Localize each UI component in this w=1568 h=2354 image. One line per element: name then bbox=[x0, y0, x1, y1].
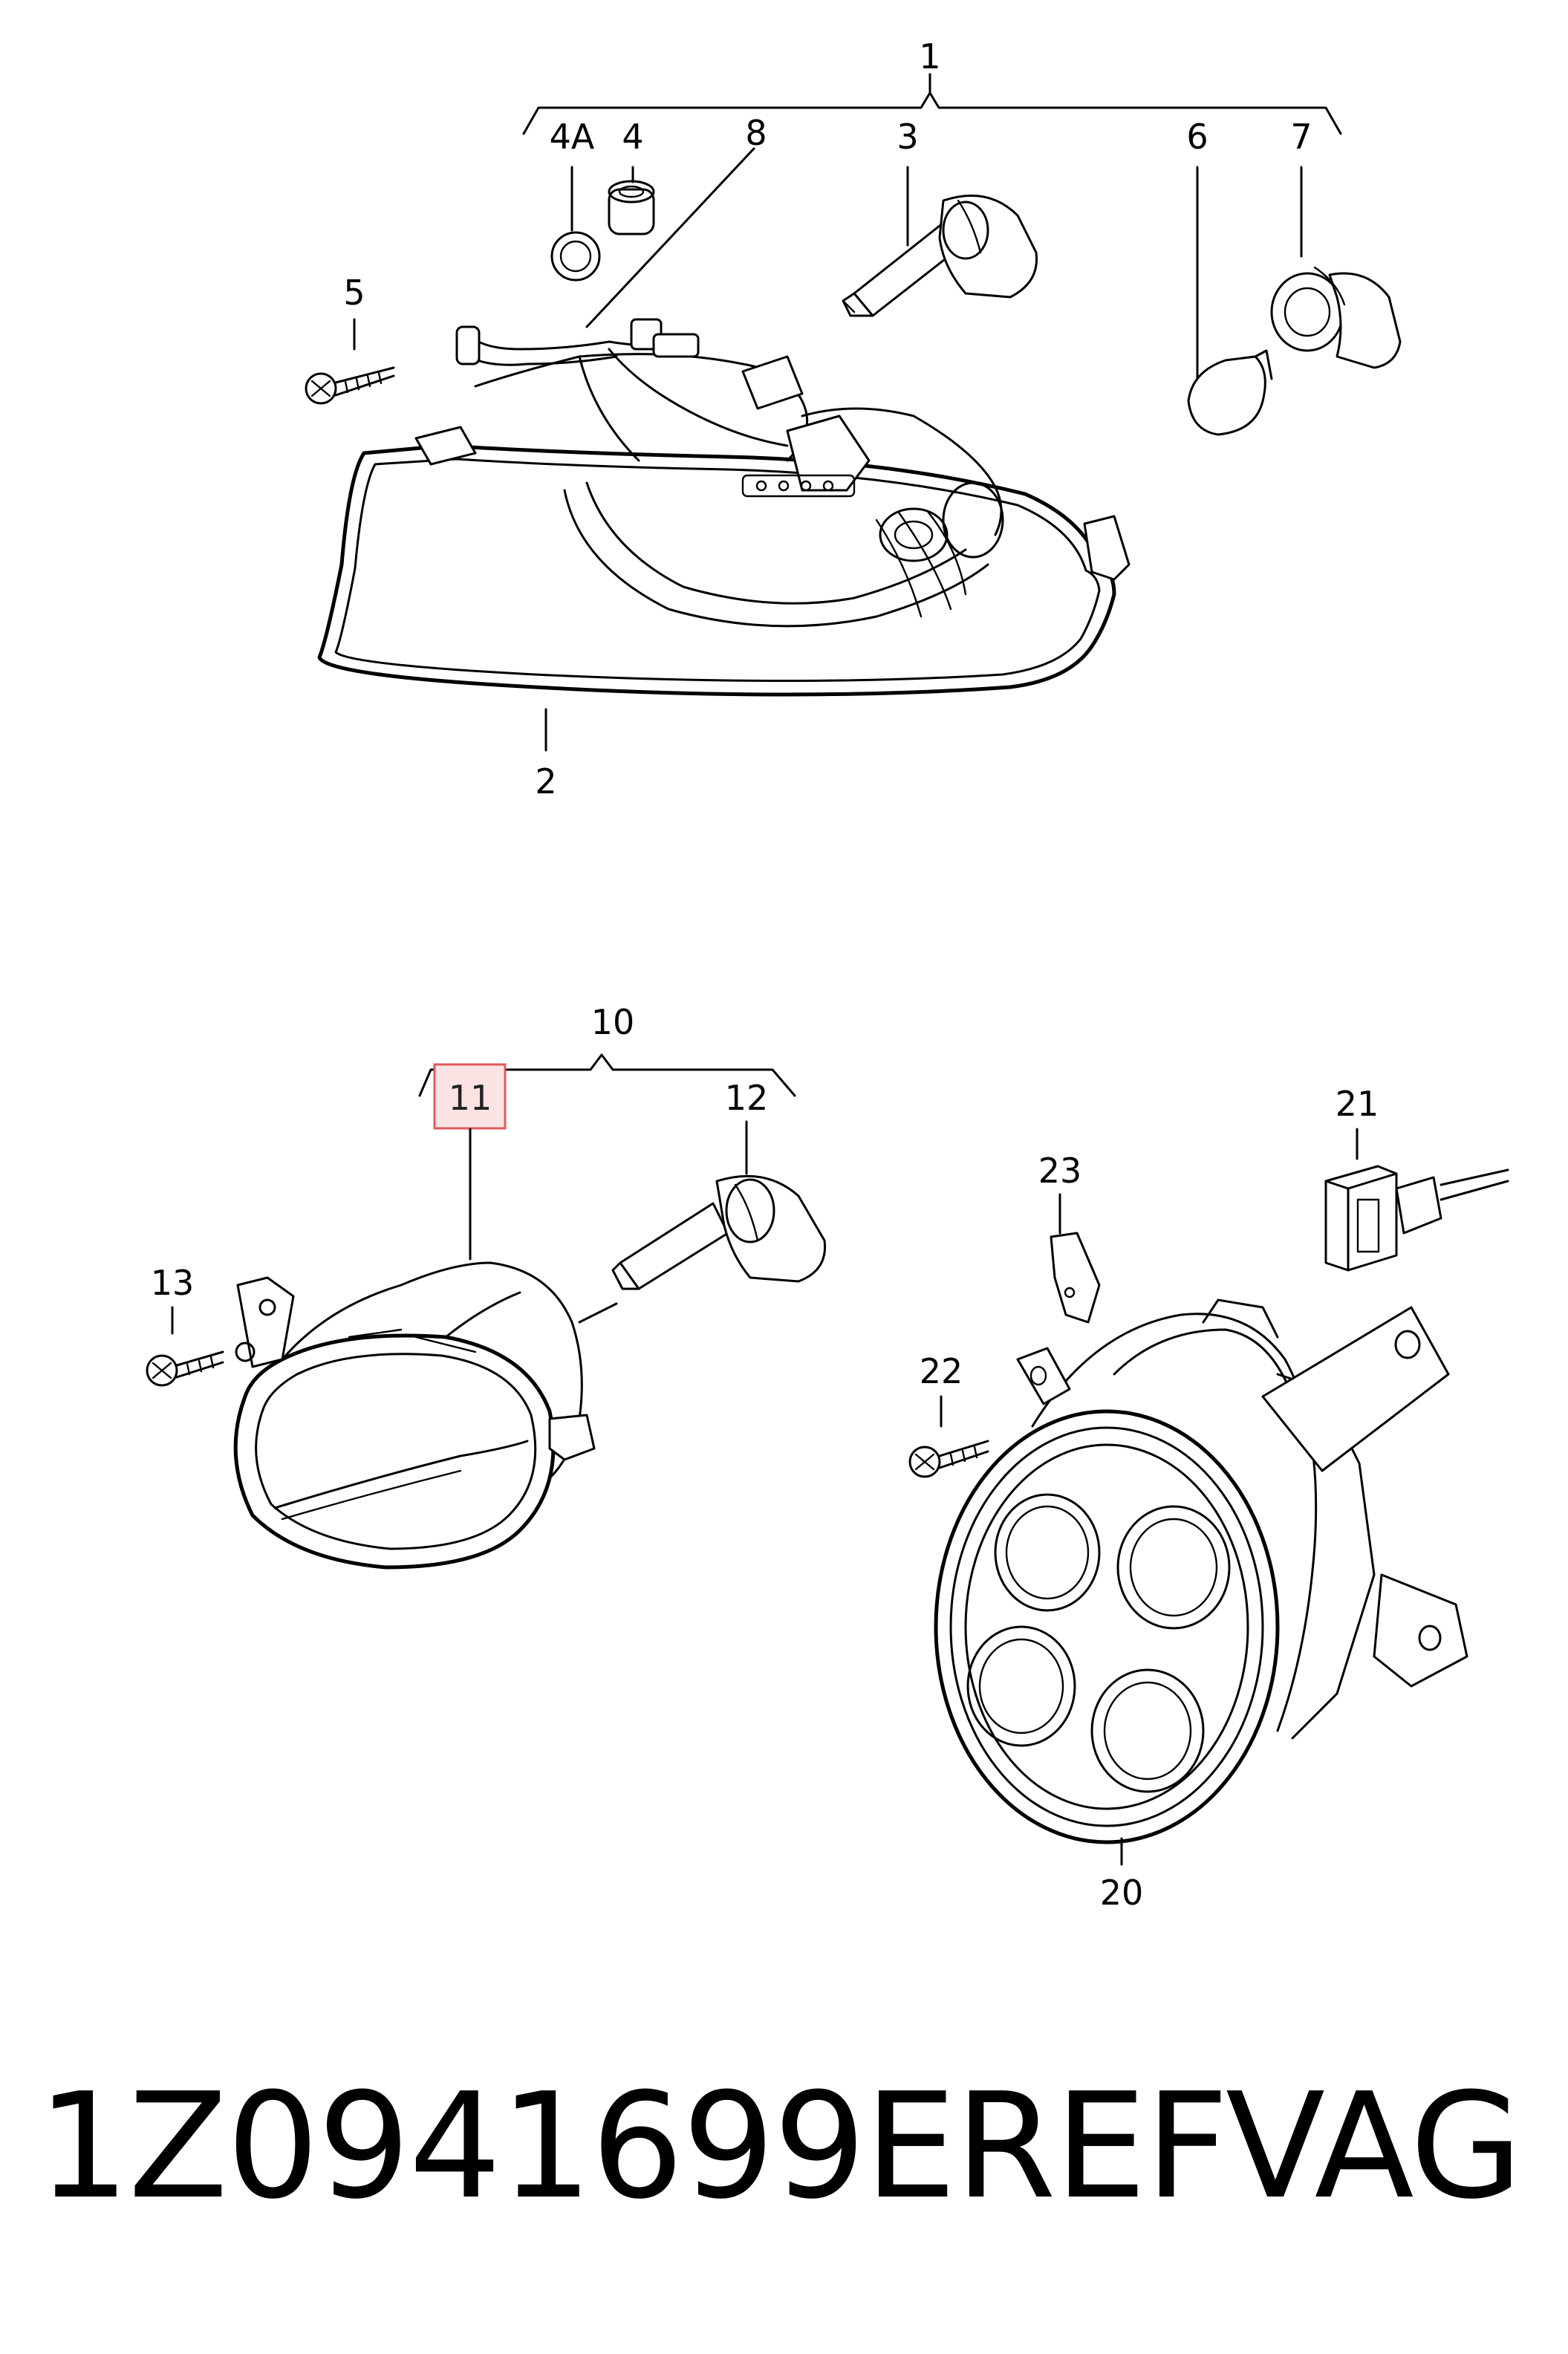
callout-2: 2 bbox=[535, 761, 556, 802]
callout-6: 6 bbox=[1186, 117, 1208, 157]
callout-3: 3 bbox=[897, 117, 918, 157]
callout-21: 21 bbox=[1336, 1084, 1379, 1124]
callout-8: 8 bbox=[745, 113, 767, 153]
callout-10: 10 bbox=[591, 1002, 635, 1042]
callout-4a: 4A bbox=[550, 117, 595, 157]
callout-4: 4 bbox=[622, 117, 643, 157]
assembly-20 bbox=[908, 1128, 1509, 1866]
callout-20: 20 bbox=[1100, 1873, 1144, 1913]
assembly-1 bbox=[305, 73, 1402, 752]
callout-22: 22 bbox=[920, 1351, 963, 1391]
callout-11-highlight bbox=[433, 1063, 507, 1130]
callout-12: 12 bbox=[725, 1078, 769, 1118]
callout-1: 1 bbox=[919, 36, 940, 77]
callout-23: 23 bbox=[1038, 1151, 1082, 1191]
lens-group bbox=[966, 1493, 1231, 1793]
brand-name: VAG bbox=[1226, 2062, 1523, 2231]
callout-7: 7 bbox=[1290, 117, 1312, 157]
callout-5: 5 bbox=[343, 273, 365, 313]
callout-13: 13 bbox=[151, 1263, 195, 1303]
callout-11: 11 bbox=[449, 1078, 492, 1118]
assembly-10 bbox=[146, 1053, 827, 1570]
part-number: 1Z0941699EREF bbox=[37, 2062, 1229, 2231]
